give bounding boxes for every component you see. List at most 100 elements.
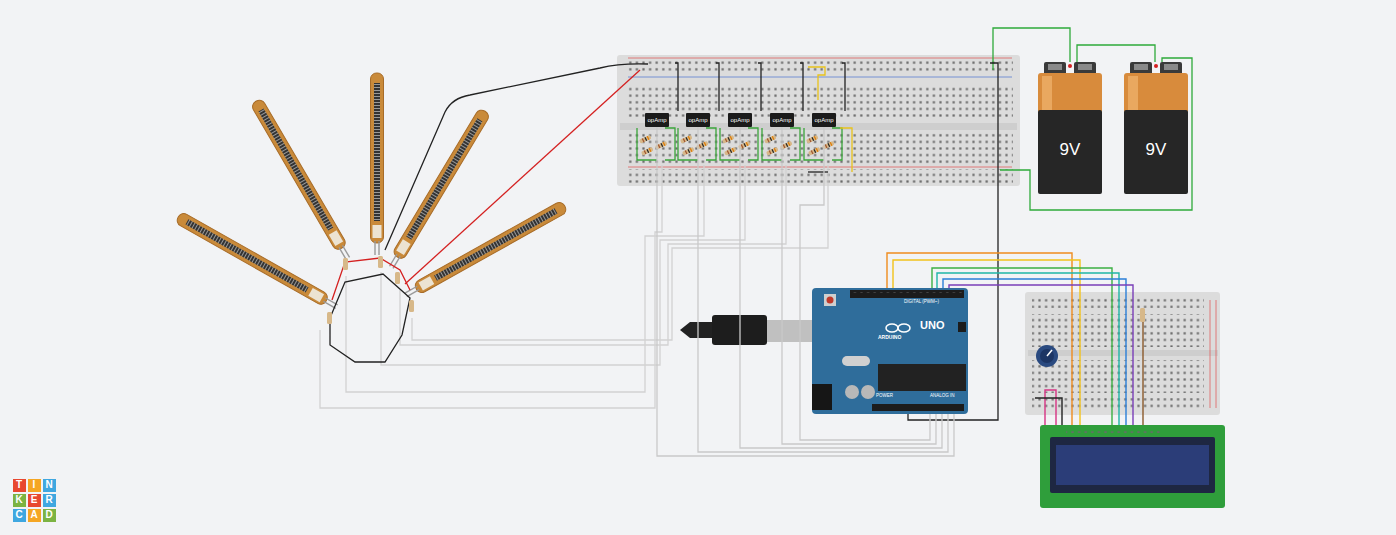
battery-body xyxy=(1124,73,1188,113)
potentiometer xyxy=(1036,345,1058,367)
sensor-wire xyxy=(412,165,828,340)
resistor-symbol xyxy=(1140,308,1145,322)
battery-body xyxy=(1154,64,1158,68)
battery-wire xyxy=(993,28,1192,210)
potentiometer xyxy=(1036,345,1058,367)
sensor-wire xyxy=(405,70,640,284)
arduino-body xyxy=(898,324,910,332)
opamp-chip: opAmp xyxy=(728,113,752,127)
battery-body xyxy=(1164,64,1178,70)
lcd-display xyxy=(1066,427,1161,433)
battery-wire xyxy=(1000,58,1192,210)
arduino-body xyxy=(827,297,834,304)
usb-cable xyxy=(680,315,812,345)
opamp-chip: opAmp xyxy=(686,113,710,127)
logo-letter: E xyxy=(31,495,38,505)
sensor-wire xyxy=(381,165,745,365)
board-label: UNO xyxy=(920,320,944,331)
chip-label: opAmp xyxy=(647,117,666,123)
breadboard xyxy=(628,167,1012,168)
logo-tile: D xyxy=(43,509,56,522)
arduino-body xyxy=(878,364,966,391)
logo-letter: N xyxy=(45,480,52,490)
breadboard xyxy=(1032,398,1204,410)
arduino-body xyxy=(845,385,859,399)
arduino-body xyxy=(842,356,870,366)
sensor-wire xyxy=(320,64,828,408)
opamp-chip: opAmp xyxy=(812,113,836,127)
opamp-circuit xyxy=(840,128,852,172)
opamp-circuit xyxy=(808,67,825,100)
usb-cable xyxy=(680,322,712,338)
arduino-body xyxy=(872,404,964,411)
logo-tile: C xyxy=(13,509,26,522)
resistor-symbol xyxy=(327,256,414,324)
battery-body xyxy=(1134,64,1148,70)
logo-letter: A xyxy=(30,510,37,520)
potentiometer xyxy=(1047,350,1052,356)
logo-tile: R xyxy=(43,494,56,507)
chip-label: opAmp xyxy=(772,117,791,123)
flex-sensor xyxy=(386,108,491,271)
arduino-body xyxy=(958,322,966,332)
chip-label: opAmp xyxy=(814,117,833,123)
battery-body xyxy=(1038,62,1102,194)
battery-body xyxy=(1042,76,1052,110)
flex-sensor xyxy=(371,73,384,255)
sensor-wire xyxy=(332,258,410,300)
lcd-display xyxy=(1050,437,1215,493)
breadboard xyxy=(1210,300,1211,408)
battery-body xyxy=(1124,110,1188,194)
resistor-symbol xyxy=(1140,308,1145,322)
opamp-chip: opAmp xyxy=(645,113,669,127)
breadboard xyxy=(628,77,1012,78)
lcd-wire xyxy=(1142,318,1143,430)
battery-wire xyxy=(1077,45,1155,62)
logo-tile: A xyxy=(28,509,41,522)
battery-body xyxy=(1078,64,1092,70)
opamp-circuit xyxy=(808,171,828,172)
sensor-wire xyxy=(385,64,648,250)
breadboard xyxy=(617,55,1020,186)
logo-letter: D xyxy=(45,510,52,520)
sensor-wire xyxy=(320,165,662,408)
sensor-wire xyxy=(346,165,704,392)
logo-letter: C xyxy=(15,510,22,520)
arduino-body xyxy=(824,294,836,306)
lcd-wire xyxy=(1045,390,1056,430)
usb-cable xyxy=(767,320,812,342)
opamp-circuit xyxy=(637,63,852,172)
lcd-display xyxy=(1040,425,1225,508)
resistor-symbol xyxy=(378,256,383,268)
resistor-symbol xyxy=(395,272,400,284)
battery-body xyxy=(1048,64,1062,70)
breadboard xyxy=(1032,360,1204,393)
lcd-wire xyxy=(949,285,1133,430)
battery: 9V xyxy=(1038,62,1102,194)
flex-sensor xyxy=(175,211,340,312)
voltage-label: 9V xyxy=(1038,141,1102,158)
logo-tile: N xyxy=(43,479,56,492)
arduino-body xyxy=(886,324,898,332)
board-label: ANALOG IN xyxy=(930,394,955,399)
breadboard xyxy=(1032,314,1204,347)
flex-sensor xyxy=(250,98,353,262)
arduino-body xyxy=(850,290,964,298)
breadboard xyxy=(617,55,1020,186)
logo-letter: T xyxy=(16,480,22,490)
resistor-symbol xyxy=(343,258,348,270)
voltage-label: 9V xyxy=(1124,141,1188,158)
lcd-display xyxy=(1040,425,1225,508)
logo-letter: I xyxy=(33,480,36,490)
resistor-symbol xyxy=(409,300,414,312)
battery-body xyxy=(1038,73,1102,113)
resistor-symbol xyxy=(327,312,332,324)
arduino-body xyxy=(852,292,962,296)
logo-tile: T xyxy=(13,479,26,492)
breadboard xyxy=(1025,292,1220,415)
breadboard xyxy=(1216,300,1217,408)
arduino-body xyxy=(812,384,832,410)
logo-letter: R xyxy=(45,495,52,505)
arduino-body xyxy=(861,385,875,399)
